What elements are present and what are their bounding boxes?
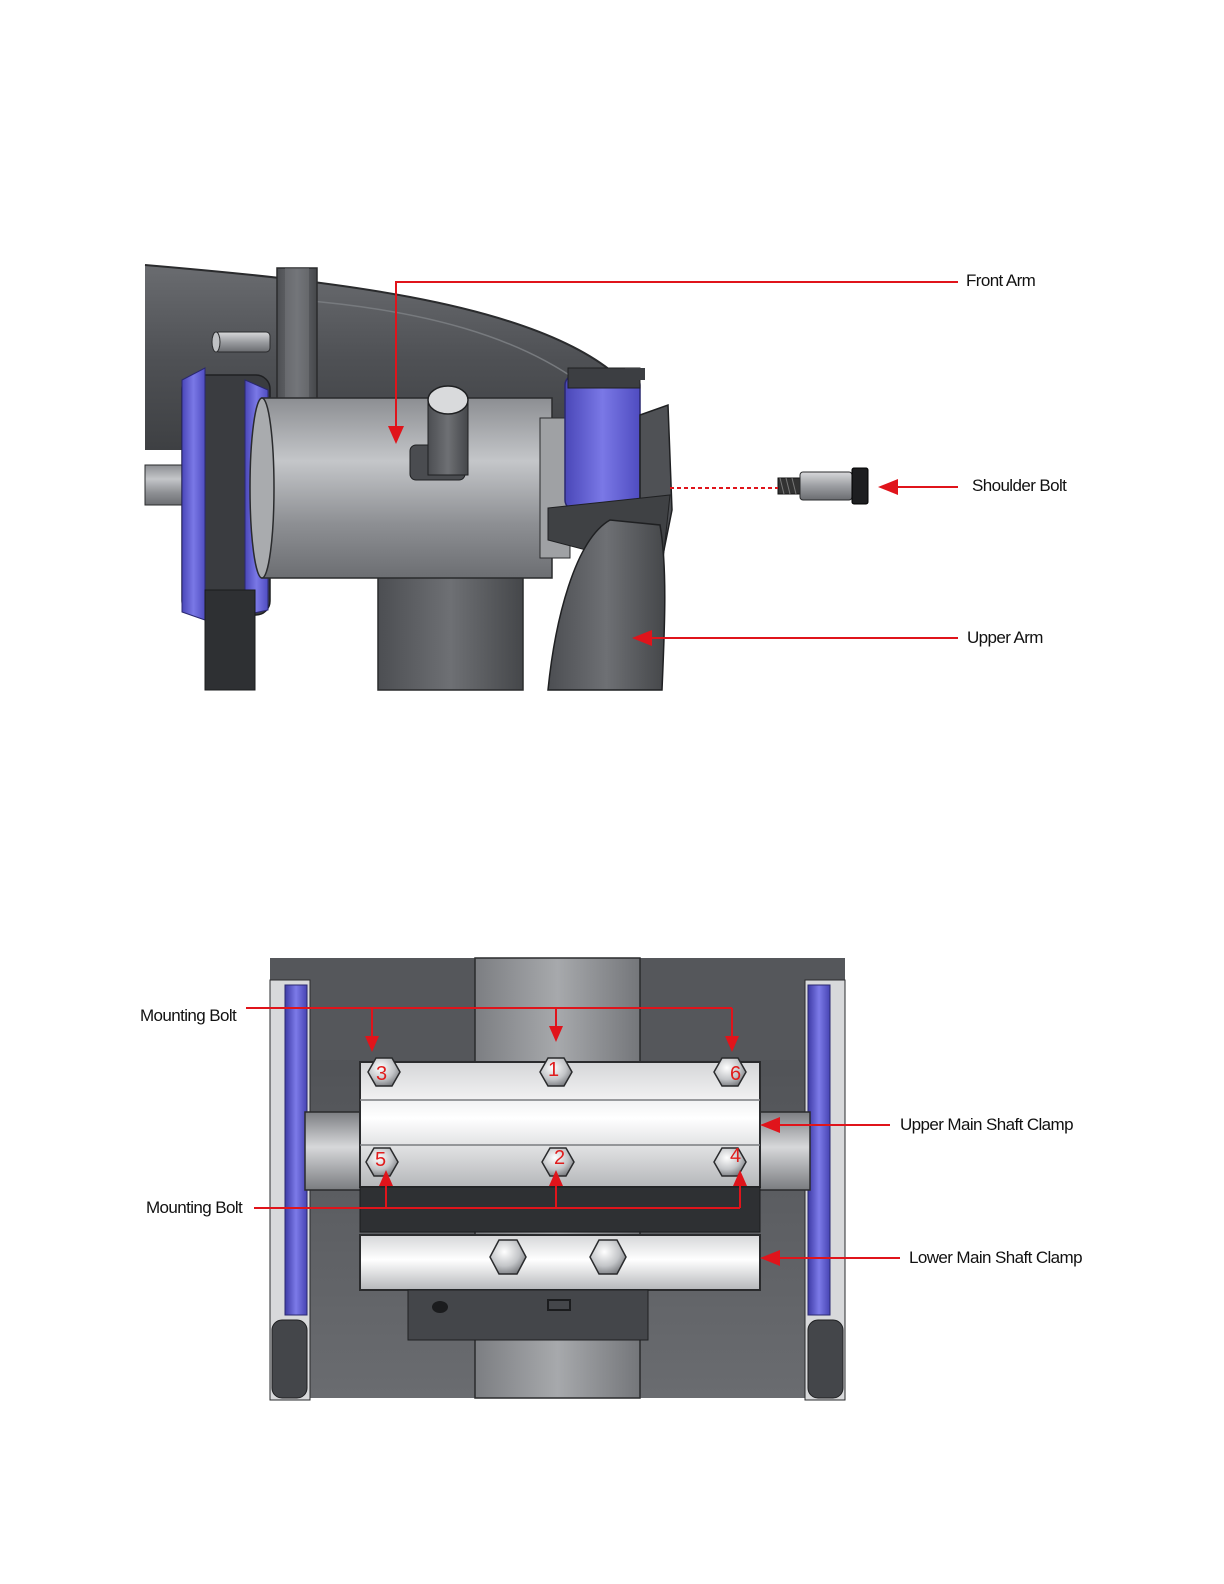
bolt-number-2: 2 <box>554 1147 565 1169</box>
right-bushing <box>565 368 645 510</box>
lower-clamp-label: Lower Main Shaft Clamp <box>909 1248 1082 1268</box>
bolt-number-3: 3 <box>376 1063 387 1085</box>
left-side-plate <box>270 980 310 1400</box>
upper-arm-label: Upper Arm <box>967 628 1043 648</box>
upper-clamp-label: Upper Main Shaft Clamp <box>900 1115 1073 1135</box>
main-shaft-clamp-diagram: 3 1 6 5 2 4 Mounting B <box>0 940 1224 1420</box>
front-arm-assembly-diagram: Front Arm Shoulder Bolt Upper Arm <box>0 240 1224 710</box>
right-side-plate <box>805 980 845 1400</box>
shoulder-bolt-label: Shoulder Bolt <box>972 476 1066 496</box>
shoulder-bolt <box>778 468 868 504</box>
front-arm-label: Front Arm <box>966 271 1035 291</box>
bolt-number-1: 1 <box>548 1059 559 1081</box>
mounting-bolt-bottom-label: Mounting Bolt <box>146 1198 242 1218</box>
vertical-bracket <box>277 268 317 418</box>
main-cylinder <box>250 398 570 578</box>
bolt-number-4: 4 <box>730 1145 741 1167</box>
bolt-number-6: 6 <box>730 1063 741 1085</box>
bolt-number-5: 5 <box>375 1149 386 1171</box>
small-stud <box>212 332 270 352</box>
mounting-bolt-top-label: Mounting Bolt <box>140 1006 236 1026</box>
lower-tube <box>378 560 523 690</box>
